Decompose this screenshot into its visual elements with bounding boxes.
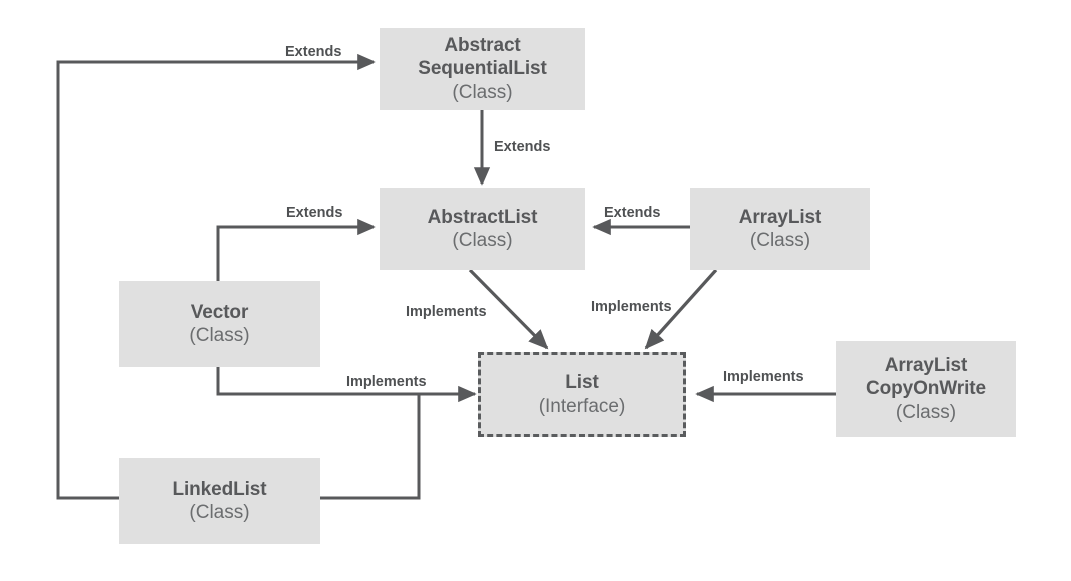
node-title: Abstract xyxy=(444,35,521,57)
node-title: ArrayList xyxy=(738,206,822,228)
node-kind: (Interface) xyxy=(538,395,626,417)
edge-linkedlist-implements-list xyxy=(320,394,421,500)
node-abstract-sequential-list[interactable]: Abstract SequentialList (Class) xyxy=(380,28,585,110)
node-kind: (Class) xyxy=(189,325,250,346)
edge-linkedlist-extends-abstractsequentiallist xyxy=(56,53,376,500)
node-title: ArrayList xyxy=(884,355,968,377)
node-kind: (Class) xyxy=(749,230,811,251)
node-kind: (Class) xyxy=(452,81,513,103)
edge-label-arraylist-extends-abstractlist: Extends xyxy=(604,205,661,221)
node-kind: (Class) xyxy=(452,230,513,251)
node-title: AbstractList xyxy=(427,206,538,228)
node-title-line2: CopyOnWrite xyxy=(866,378,986,400)
node-title-line2: SequentialList xyxy=(418,58,547,80)
edge-vector-extends-abstractlist xyxy=(216,218,376,281)
edge-label-linkedlist-extends-abstractsequentiallist: Extends xyxy=(285,44,342,60)
edge-label-vector-implements-list: Implements xyxy=(346,374,427,390)
node-array-list[interactable]: ArrayList (Class) xyxy=(690,188,870,270)
node-title: LinkedList xyxy=(172,478,267,500)
node-abstract-list[interactable]: AbstractList (Class) xyxy=(380,188,585,270)
edge-label-vector-extends-abstractlist: Extends xyxy=(286,205,343,221)
node-list-interface[interactable]: List (Interface) xyxy=(478,352,686,437)
node-copy-on-write-array-list[interactable]: ArrayList CopyOnWrite (Class) xyxy=(836,341,1016,437)
node-vector[interactable]: Vector (Class) xyxy=(119,281,320,367)
edge-label-copyonwrite-implements-list: Implements xyxy=(723,369,804,385)
node-title: List xyxy=(565,372,599,394)
edge-label-arraylist-implements-list: Implements xyxy=(591,299,672,315)
node-linked-list[interactable]: LinkedList (Class) xyxy=(119,458,320,544)
node-kind: (Class) xyxy=(895,401,957,423)
edge-label-abstractlist-implements-list: Implements xyxy=(406,304,487,320)
node-kind: (Class) xyxy=(189,502,250,523)
edge-label-abstractsequentiallist-extends-abstractlist: Extends xyxy=(494,139,551,155)
node-title: Vector xyxy=(190,301,249,323)
